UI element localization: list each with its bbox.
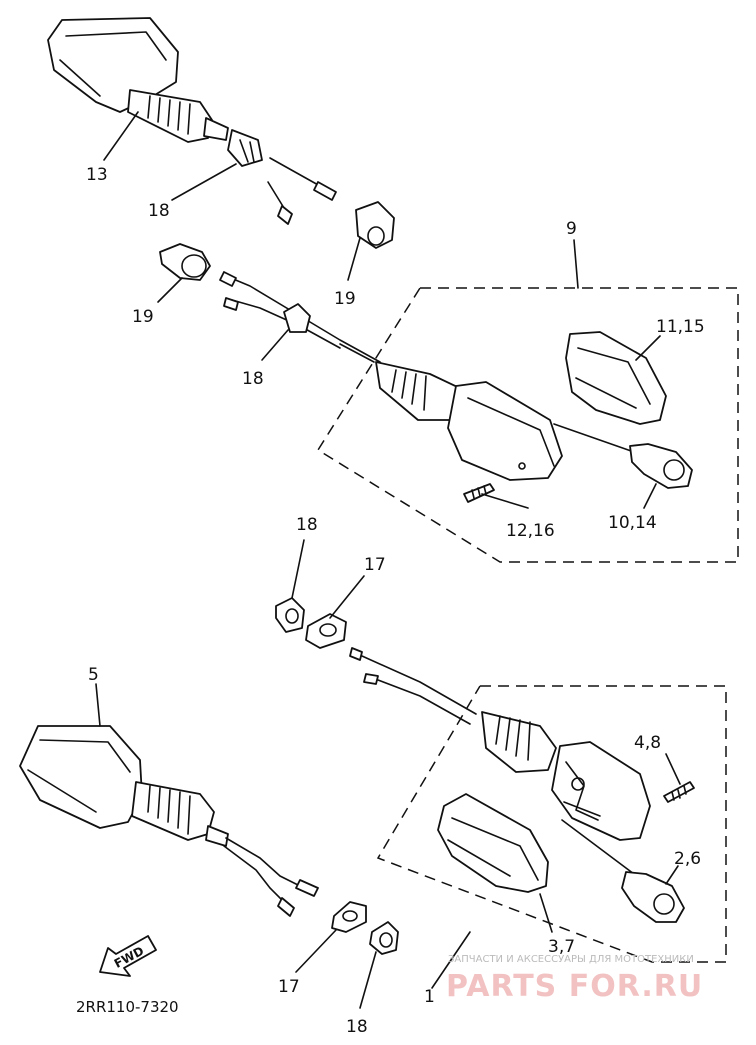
flasher-assembly-13 (47, 17, 263, 167)
fwd-arrow-icon: FWD (99, 935, 157, 977)
label-18-middle: 18 (242, 369, 264, 389)
label-19-left: 19 (132, 307, 154, 327)
label-12-16: 12,16 (506, 521, 555, 541)
part-labels: 13 18 19 19 18 9 11,15 10,14 12,16 18 17… (86, 165, 705, 1037)
label-1: 1 (424, 987, 435, 1007)
label-4-8: 4,8 (634, 733, 661, 753)
nut-18-middle (275, 597, 305, 633)
grommet-19-right (355, 201, 395, 249)
wire-harness-middle (219, 271, 381, 363)
watermark-caption: ЗАПЧАСТИ И АКСЕССУАРЫ ДЛЯ МОТОТЕХНИКИ (448, 954, 694, 965)
label-11-15: 11,15 (656, 317, 705, 337)
label-18-center: 18 (296, 515, 318, 535)
flasher-assembly-lower-right (481, 711, 651, 841)
label-9: 9 (566, 219, 577, 239)
bulb-2-6 (561, 819, 685, 923)
watermark: ЗАПЧАСТИ И АКСЕССУАРЫ ДЛЯ МОТОТЕХНИКИ PA… (446, 954, 703, 1004)
watermark-brand: PARTS FOR.RU (446, 969, 703, 1004)
label-13: 13 (86, 165, 108, 185)
lens-11-15 (565, 331, 667, 425)
label-18-lower: 18 (346, 1017, 368, 1037)
washer-17-middle (305, 613, 347, 649)
flasher-assembly-5 (19, 725, 229, 847)
kit-boundary-1 (376, 685, 727, 963)
label-19-right: 19 (334, 289, 356, 309)
screw-12-16 (463, 483, 495, 503)
wire-harness-lower-left (223, 837, 319, 917)
washer-17-lower (331, 901, 367, 933)
flasher-assembly-9 (375, 361, 563, 481)
label-18-top: 18 (148, 201, 170, 221)
label-5: 5 (88, 665, 99, 685)
label-2-6: 2,6 (674, 849, 701, 869)
label-10-14: 10,14 (608, 513, 657, 533)
kit-boundary-9 (316, 287, 739, 563)
label-3-7: 3,7 (548, 937, 575, 957)
bulb-10-14 (553, 423, 693, 489)
lens-3-7 (437, 793, 549, 893)
grommet-19-left (159, 243, 211, 281)
wire-harness-lower (349, 647, 477, 725)
leader-lines (95, 111, 681, 1009)
diagram-code: 2RR110-7320 (76, 998, 179, 1016)
nut-18-lower (369, 921, 399, 955)
screw-4-8 (663, 781, 695, 803)
wire-terminals-top (267, 157, 337, 225)
label-17-lower: 17 (278, 977, 300, 997)
label-17-center: 17 (364, 555, 386, 575)
